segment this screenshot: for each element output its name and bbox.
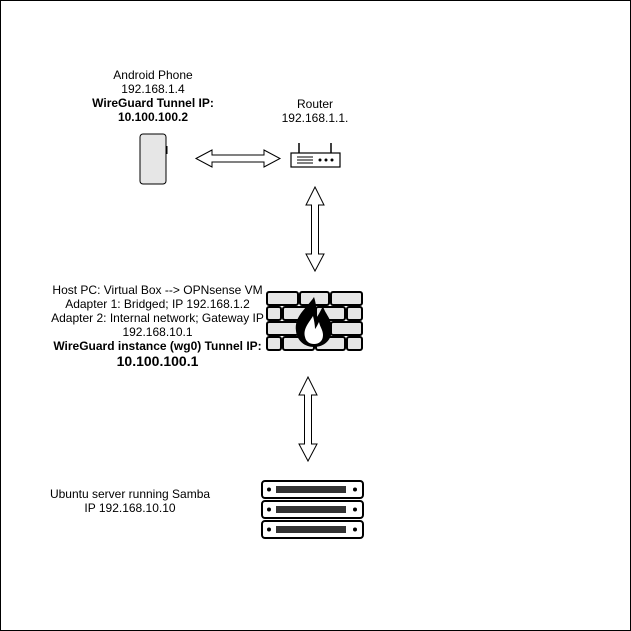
smartphone-icon (139, 133, 168, 185)
phone-tunnel-heading: WireGuard Tunnel IP: (92, 96, 214, 110)
server-name: Ubuntu server running Samba (49, 487, 211, 501)
phone-name: Android Phone (113, 68, 193, 82)
router-icon (290, 143, 341, 168)
server-rack-icon (261, 480, 364, 539)
server-label: Ubuntu server running Samba IP 192.168.1… (40, 487, 220, 515)
router-ip: 192.168.1.1. (281, 111, 349, 125)
firewall-icon (266, 291, 363, 351)
connector-router-host[interactable] (305, 185, 325, 273)
router-name: Router (296, 97, 334, 111)
host-adapter1: Adapter 1: Bridged; IP 192.168.1.2 (65, 297, 250, 311)
phone-label: Android Phone 192.168.1.4 WireGuard Tunn… (78, 68, 228, 124)
phone-ip: 192.168.1.4 (121, 82, 185, 96)
connector-host-server[interactable] (298, 375, 318, 463)
phone-tunnel-ip: 10.100.100.2 (117, 110, 189, 124)
connector-phone-router[interactable] (194, 149, 282, 168)
host-adapter2: Adapter 2: Internal network; Gateway IP (51, 311, 264, 325)
router-label: Router 192.168.1.1. (265, 97, 365, 125)
host-label: Host PC: Virtual Box --> OPNsense VM Ada… (40, 283, 275, 369)
host-tunnel-ip: 10.100.100.1 (116, 353, 199, 369)
host-title: Host PC: Virtual Box --> OPNsense VM (52, 283, 263, 297)
host-gateway-ip: 192.168.10.1 (122, 325, 193, 339)
host-tunnel-heading: WireGuard instance (wg0) Tunnel IP: (53, 339, 262, 353)
server-ip: IP 192.168.10.10 (84, 501, 176, 515)
